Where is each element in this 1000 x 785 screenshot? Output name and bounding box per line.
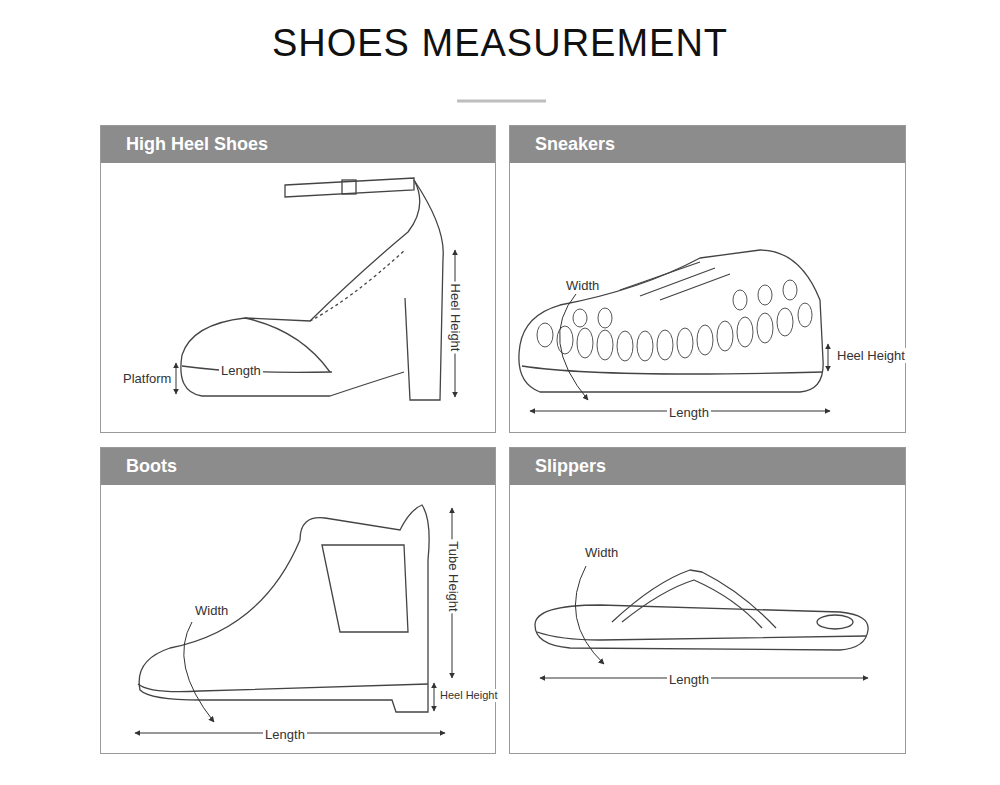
sneaker-drawing: [519, 250, 823, 392]
width-arc: [575, 566, 604, 664]
dimension-label: Length: [667, 405, 711, 420]
slipper-drawing: [535, 570, 868, 650]
dimension-label: Platform: [121, 371, 173, 386]
measurement-panel: High Heel ShoesHeel HeightLengthPlatform: [100, 125, 496, 433]
measurement-panel: BootsTube HeightWidthHeel HeightLength: [100, 447, 496, 754]
panel-heading: Boots: [101, 448, 495, 485]
dimension-label: Width: [583, 545, 620, 560]
dimension-label: Width: [193, 603, 230, 618]
dimension-label: Heel Height: [449, 281, 464, 353]
dimension-label: Heel Height: [438, 689, 499, 702]
measurement-panel: SlippersWidthLength: [509, 447, 906, 754]
panel-heading: High Heel Shoes: [101, 126, 495, 163]
measurement-panel: SneakersWidthHeel HeightLength: [509, 125, 906, 433]
dimension-label: Heel Height: [835, 348, 907, 363]
dimension-label: Length: [219, 363, 263, 378]
high-heel-drawing: [181, 178, 443, 400]
dimension-arrow: [434, 683, 435, 711]
width-arc: [184, 622, 214, 722]
page-title: SHOES MEASUREMENT: [0, 22, 1000, 65]
dimension-label: Length: [263, 727, 307, 742]
dimension-label: Tube Height: [446, 539, 461, 613]
dimension-arrow: [176, 363, 177, 394]
title-rule: [457, 100, 546, 103]
boot-drawing: [138, 505, 429, 712]
width-arc: [560, 294, 588, 400]
panel-heading: Slippers: [510, 448, 905, 485]
dimension-label: Width: [564, 278, 601, 293]
panel-heading: Sneakers: [510, 126, 905, 163]
dimension-arrow: [828, 344, 829, 371]
dimension-label: Length: [667, 672, 711, 687]
